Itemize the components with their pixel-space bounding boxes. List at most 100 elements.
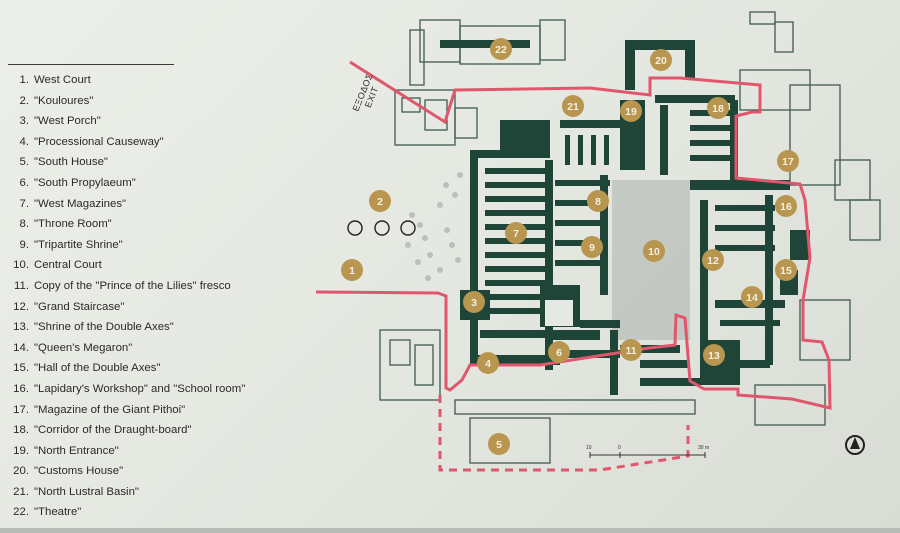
marker-20-label: 20 (655, 55, 667, 67)
marker-8[interactable]: 8 (587, 190, 609, 212)
legend-label: "North Entrance" (34, 444, 119, 457)
marker-1[interactable]: 1 (341, 259, 363, 281)
legend-label: "West Magazines" (34, 197, 127, 210)
marker-6[interactable]: 6 (548, 341, 570, 363)
marker-15[interactable]: 15 (775, 259, 797, 281)
marker-11[interactable]: 11 (620, 339, 642, 361)
legend-item: 21. "North Lustral Basin" (6, 482, 245, 503)
marker-10-label: 10 (648, 246, 660, 258)
legend-number: 12. (13, 300, 29, 313)
marker-17[interactable]: 17 (777, 150, 799, 172)
legend-item: 20."Customs House" (6, 461, 245, 482)
legend-label: "Processional Causeway" (34, 135, 164, 148)
legend-number: 18. (13, 424, 29, 437)
marker-18[interactable]: 18 (707, 97, 729, 119)
legend-number: 5. (19, 156, 30, 169)
legend-number: 19. (13, 444, 29, 457)
legend-label: "Queen's Megaron" (34, 341, 133, 354)
legend-item: 3."West Porch" (6, 111, 245, 132)
legend-label: Copy of the "Prince of the Lilies" fresc… (34, 279, 231, 292)
marker-4-label: 4 (485, 358, 491, 370)
legend-item: 10. Central Court (6, 255, 245, 276)
scale-label-30m: 30 m (698, 445, 709, 451)
marker-14[interactable]: 14 (741, 286, 763, 308)
legend-item: 12. "Grand Staircase" (6, 297, 245, 318)
marker-6-label: 6 (556, 347, 562, 359)
marker-9-label: 9 (589, 242, 595, 254)
legend-number: 9. (19, 238, 30, 251)
legend-item: 5."South House" (6, 152, 245, 173)
marker-22-label: 22 (495, 44, 507, 56)
legend-number: 4. (19, 135, 30, 148)
legend-label: "Shrine of the Double Axes" (34, 321, 174, 334)
marker-16-label: 16 (780, 201, 792, 213)
marker-19-label: 19 (625, 106, 637, 118)
scale-label-0: 0 (618, 445, 621, 451)
legend-item: 1.West Court (6, 70, 245, 91)
legend-label: "South Propylaeum" (34, 176, 136, 189)
legend-item: 2. "Kouloures" (6, 91, 245, 112)
legend-label: Central Court (34, 259, 102, 272)
legend-label: "Magazine of the Giant Pithoi" (34, 403, 186, 416)
legend-item: 13. "Shrine of the Double Axes" (6, 317, 245, 338)
marker-7-label: 7 (513, 228, 519, 240)
legend-item: 8."Throne Room" (6, 214, 245, 235)
legend-label: "Customs House" (34, 465, 124, 478)
location-markers: 1 2 3 4 5 6 7 8 9 10 11 12 13 14 15 16 1… (341, 38, 799, 455)
marker-16[interactable]: 16 (775, 195, 797, 217)
legend-number: 1. (19, 74, 30, 86)
marker-21-label: 21 (567, 101, 579, 113)
legend-item: 9."Tripartite Shrine" (6, 235, 245, 256)
north-arrow-icon (845, 435, 865, 455)
marker-14-label: 14 (746, 292, 758, 304)
exit-label: ΕΞΟΔΟΣ EXIT (351, 72, 381, 113)
legend-number: 10. (13, 259, 29, 272)
route-line-dashed (438, 395, 690, 472)
legend-label: "Kouloures" (34, 94, 94, 107)
marker-21[interactable]: 21 (562, 95, 584, 117)
marker-8-label: 8 (595, 196, 601, 208)
legend-item: 15."Hall of the Double Axes" (6, 358, 245, 379)
legend-label: "Grand Staircase" (34, 300, 125, 313)
marker-17-label: 17 (782, 156, 794, 168)
legend-number: 15. (13, 362, 29, 375)
legend-label: "Corridor of the Draught-board" (34, 424, 192, 437)
marker-2[interactable]: 2 (369, 190, 391, 212)
legend-item: 4. "Processional Causeway" (6, 132, 245, 153)
marker-2-label: 2 (377, 196, 383, 208)
legend-number: 2. (19, 94, 30, 107)
legend-item: 18. "Corridor of the Draught-board" (6, 420, 245, 441)
marker-13[interactable]: 13 (703, 344, 725, 366)
marker-9[interactable]: 9 (581, 236, 603, 258)
marker-22[interactable]: 22 (490, 38, 512, 60)
legend-number: 13. (13, 321, 29, 334)
marker-4[interactable]: 4 (477, 352, 499, 374)
legend-number: 8. (19, 218, 30, 231)
legend-label: "Theatre" (34, 506, 82, 519)
marker-10[interactable]: 10 (643, 240, 665, 262)
legend-label: "North Lustral Basin" (34, 485, 139, 498)
scale-label-10: 10 (586, 445, 592, 451)
legend-number: 22. (13, 506, 29, 519)
marker-12-label: 12 (707, 255, 719, 267)
legend-number: 11. (14, 279, 29, 292)
marker-20[interactable]: 20 (650, 49, 672, 71)
legend-item: 16."Lapidary's Workshop" and "School roo… (6, 379, 245, 400)
kouloures-pits (347, 220, 416, 236)
legend-number: 21. (13, 485, 29, 498)
legend-number: 17. (13, 403, 29, 416)
marker-7[interactable]: 7 (505, 222, 527, 244)
marker-12[interactable]: 12 (702, 249, 724, 271)
marker-19[interactable]: 19 (620, 100, 642, 122)
scale-bar: 10 0 30 m (586, 445, 709, 458)
marker-5[interactable]: 5 (488, 433, 510, 455)
legend-rule (8, 64, 174, 65)
marker-3[interactable]: 3 (463, 291, 485, 313)
route-line (315, 60, 832, 410)
marker-3-label: 3 (471, 297, 477, 309)
bottom-edge (0, 528, 900, 533)
legend-item: 19. "North Entrance" (6, 441, 245, 462)
outer-ruins (379, 11, 881, 464)
